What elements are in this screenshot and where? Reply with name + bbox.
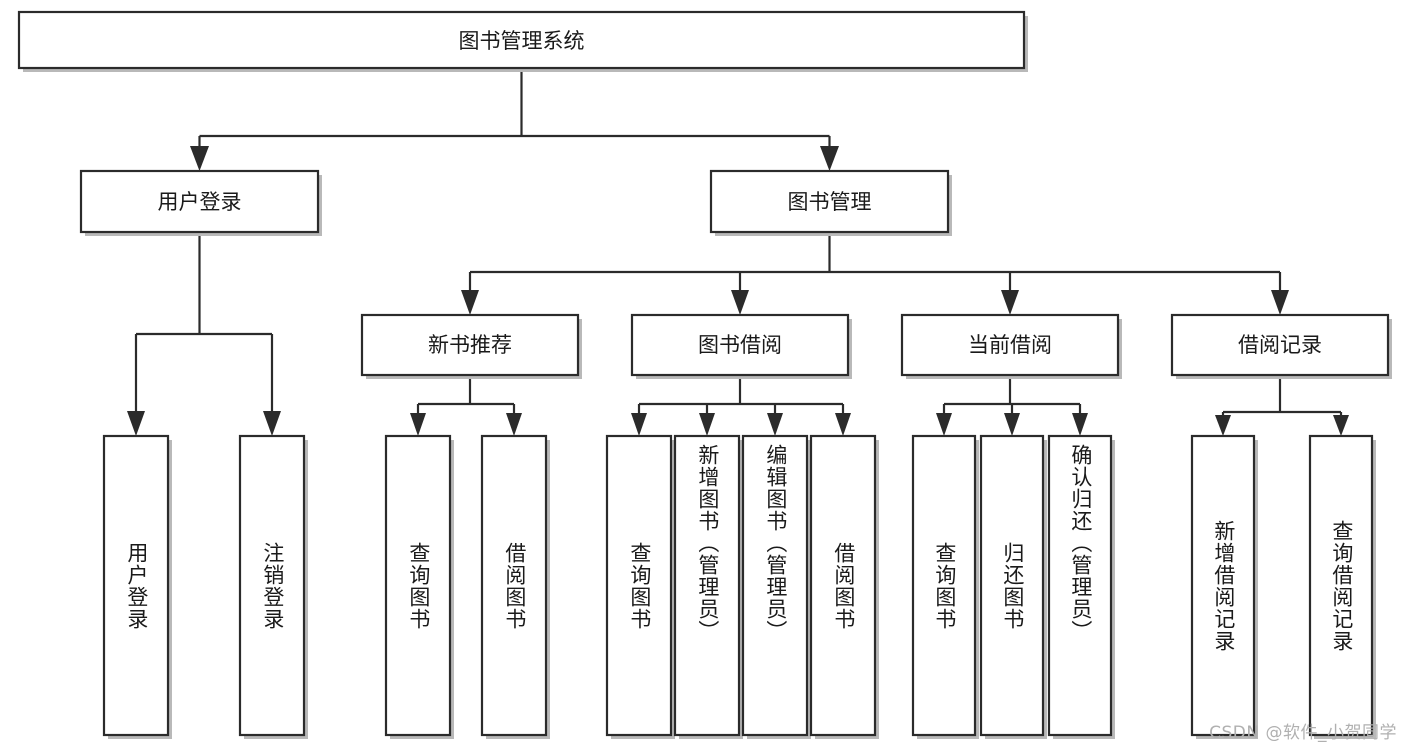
node-root-box[interactable] <box>17 10 1026 70</box>
connectors-userlogin-to-leaves <box>127 232 281 436</box>
node-book-manage[interactable]: 图书管理 <box>709 169 952 236</box>
arrow-to-leaf-edit-book <box>767 413 783 436</box>
arrow-to-leaf-query-book-b <box>631 413 647 436</box>
node-borrow-record-label: 借阅记录 <box>1238 333 1322 357</box>
node-leaf-edit-book-box[interactable] <box>741 434 809 737</box>
arrow-to-user-login <box>190 146 209 171</box>
node-leaf-add-record-box[interactable] <box>1190 434 1256 737</box>
arrow-to-leaf-query-book-c <box>936 413 952 436</box>
node-leaf-add-book[interactable] <box>673 434 743 739</box>
connectors-root-to-level1 <box>190 68 839 171</box>
node-leaf-query-record[interactable] <box>1308 434 1376 739</box>
node-leaf-return-book-box[interactable] <box>979 434 1045 737</box>
node-leaf-borrow-book-a-box[interactable] <box>480 434 548 737</box>
watermark-text: CSDN @软件_小贺同学 <box>1209 723 1397 743</box>
node-user-login[interactable]: 用户登录 <box>79 169 322 236</box>
node-leaf-edit-book[interactable] <box>741 434 811 739</box>
arrow-to-leaf-confirm-return <box>1072 413 1088 436</box>
arrow-to-leaf-logout <box>263 411 281 436</box>
node-leaf-query-book-b[interactable] <box>605 434 675 739</box>
node-book-borrow-box[interactable] <box>630 313 850 377</box>
node-leaf-user-login-box[interactable] <box>102 434 170 737</box>
arrow-to-leaf-borrow-book-a <box>506 413 522 436</box>
node-leaf-query-book-a-box[interactable] <box>384 434 452 737</box>
node-leaf-query-book-a[interactable] <box>384 434 454 739</box>
node-new-book-recommend-box[interactable] <box>360 313 580 377</box>
node-user-login-label: 用户登录 <box>158 190 242 214</box>
node-leaf-add-record[interactable] <box>1190 434 1258 739</box>
node-leaf-confirm-return[interactable] <box>1047 434 1115 739</box>
connectors-borrowrecord-to-leaves <box>1215 375 1349 436</box>
arrow-to-leaf-query-book-a <box>410 413 426 436</box>
node-leaf-query-book-b-box[interactable] <box>605 434 673 737</box>
arrow-to-leaf-user-login <box>127 411 145 436</box>
node-leaf-confirm-return-box[interactable] <box>1047 434 1113 737</box>
node-book-manage-label: 图书管理 <box>788 190 872 214</box>
node-borrow-record-box[interactable] <box>1170 313 1390 377</box>
arrow-to-leaf-query-record <box>1333 415 1349 436</box>
node-leaf-logout[interactable] <box>238 434 308 739</box>
connectors-bookborrow-to-leaves <box>631 375 851 436</box>
arrow-to-book-borrow <box>731 290 749 315</box>
node-leaf-query-record-box[interactable] <box>1308 434 1374 737</box>
connectors-newbook-to-leaves <box>410 375 522 436</box>
node-leaf-query-book-c[interactable] <box>911 434 979 739</box>
connectors-currentborrow-to-leaves <box>936 375 1088 436</box>
node-current-borrow[interactable]: 当前借阅 <box>900 313 1122 379</box>
node-new-book-recommend[interactable]: 新书推荐 <box>360 313 582 379</box>
node-book-borrow[interactable]: 图书借阅 <box>630 313 852 379</box>
arrow-to-borrow-record <box>1271 290 1289 315</box>
arrow-to-leaf-add-book <box>699 413 715 436</box>
node-leaf-add-book-box[interactable] <box>673 434 741 737</box>
arrow-to-leaf-borrow-book-b <box>835 413 851 436</box>
node-user-login-box[interactable] <box>79 169 320 234</box>
node-leaf-borrow-book-b[interactable] <box>809 434 879 739</box>
node-book-borrow-label: 图书借阅 <box>698 333 782 357</box>
node-leaf-return-book[interactable] <box>979 434 1047 739</box>
node-leaf-logout-box[interactable] <box>238 434 306 737</box>
node-new-book-recommend-label: 新书推荐 <box>428 333 512 357</box>
arrow-to-leaf-return-book <box>1004 413 1020 436</box>
node-current-borrow-box[interactable] <box>900 313 1120 377</box>
node-leaf-borrow-book-b-box[interactable] <box>809 434 877 737</box>
arrow-to-new-book-rec <box>461 290 479 315</box>
node-borrow-record[interactable]: 借阅记录 <box>1170 313 1392 379</box>
arrow-to-leaf-add-record <box>1215 415 1231 436</box>
node-leaf-borrow-book-a[interactable] <box>480 434 550 739</box>
node-book-manage-box[interactable] <box>709 169 950 234</box>
node-leaf-query-book-c-box[interactable] <box>911 434 977 737</box>
node-current-borrow-label: 当前借阅 <box>968 333 1052 357</box>
connectors-bookmanage-to-level2 <box>461 232 1289 315</box>
arrow-to-book-manage <box>820 146 839 171</box>
arrow-to-current-borrow <box>1001 290 1019 315</box>
node-leaf-user-login[interactable] <box>102 434 172 739</box>
node-root-label: 图书管理系统 <box>459 29 585 53</box>
node-root[interactable]: 图书管理系统 <box>17 10 1028 72</box>
